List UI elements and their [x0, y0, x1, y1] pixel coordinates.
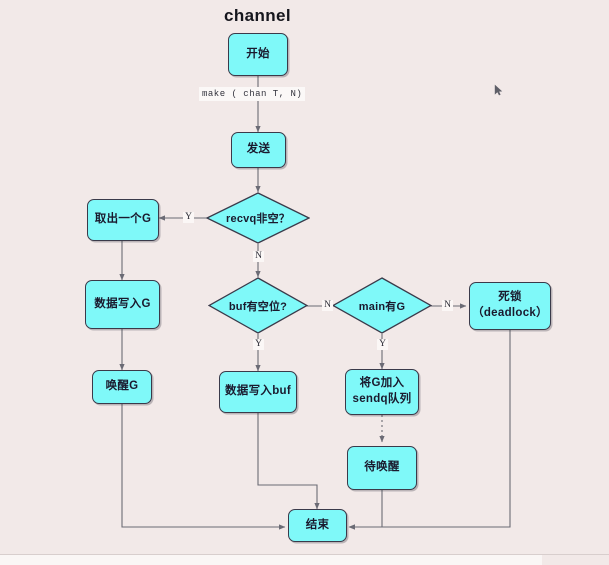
- diamond-shape: [206, 192, 310, 244]
- edge-label-buf-yes: Y: [253, 339, 264, 350]
- node-send[interactable]: 发送: [231, 132, 286, 168]
- edge-label-make-chan: make ( chan T, N): [199, 87, 306, 101]
- node-deadlock-label-line2: （deadlock）: [472, 307, 548, 319]
- edge-label-recvq-yes: Y: [183, 212, 194, 223]
- mouse-cursor-icon: [494, 84, 503, 96]
- node-add-sendq-label-line2: sendq队列: [352, 393, 412, 405]
- diamond-shape: [208, 277, 308, 334]
- edge-label-main-yes: Y: [377, 339, 388, 350]
- bottom-strip-corner: [542, 555, 609, 565]
- edge-label-buf-no: N: [322, 300, 333, 311]
- node-add-sendq[interactable]: 将G加入 sendq队列: [345, 369, 419, 415]
- node-main-has-g[interactable]: main有G: [332, 277, 432, 334]
- node-buf-check[interactable]: buf有空位?: [208, 277, 308, 334]
- node-start-label: 开始: [246, 47, 270, 60]
- node-take-g-label: 取出一个G: [94, 213, 152, 226]
- node-wake-g-label: 唤醒G: [105, 380, 139, 393]
- node-write-data-g-label: 数据写入G: [94, 297, 151, 310]
- node-take-g[interactable]: 取出一个G: [87, 199, 159, 241]
- node-wait-wake[interactable]: 待唤醒: [347, 446, 417, 490]
- node-deadlock-label-line1: 死锁: [498, 291, 522, 304]
- node-buf-check-label: buf有空位?: [228, 300, 288, 313]
- node-wake-g[interactable]: 唤醒G: [92, 370, 152, 404]
- page-title: channel: [224, 6, 292, 25]
- node-deadlock[interactable]: 死锁 （deadlock）: [469, 282, 551, 330]
- node-main-has-g-label: main有G: [358, 300, 406, 313]
- node-end[interactable]: 结束: [288, 509, 347, 542]
- node-end-label: 结束: [305, 518, 330, 531]
- node-add-sendq-label-line1: 将G加入: [359, 377, 405, 390]
- edge-label-main-no: N: [442, 300, 453, 311]
- node-start[interactable]: 开始: [228, 33, 288, 76]
- node-send-label: 发送: [246, 143, 271, 156]
- node-write-data-g[interactable]: 数据写入G: [85, 280, 160, 329]
- edge-label-recvq-no: N: [253, 251, 264, 262]
- bottom-strip: [0, 554, 609, 565]
- node-wait-wake-label: 待唤醒: [364, 461, 400, 474]
- node-write-data-buf[interactable]: 数据写入buf: [219, 371, 297, 413]
- node-write-data-buf-label: 数据写入buf: [225, 385, 291, 398]
- node-recvq-check-label: recvq非空？: [226, 213, 290, 225]
- node-recvq-check[interactable]: recvq非空？: [206, 192, 310, 244]
